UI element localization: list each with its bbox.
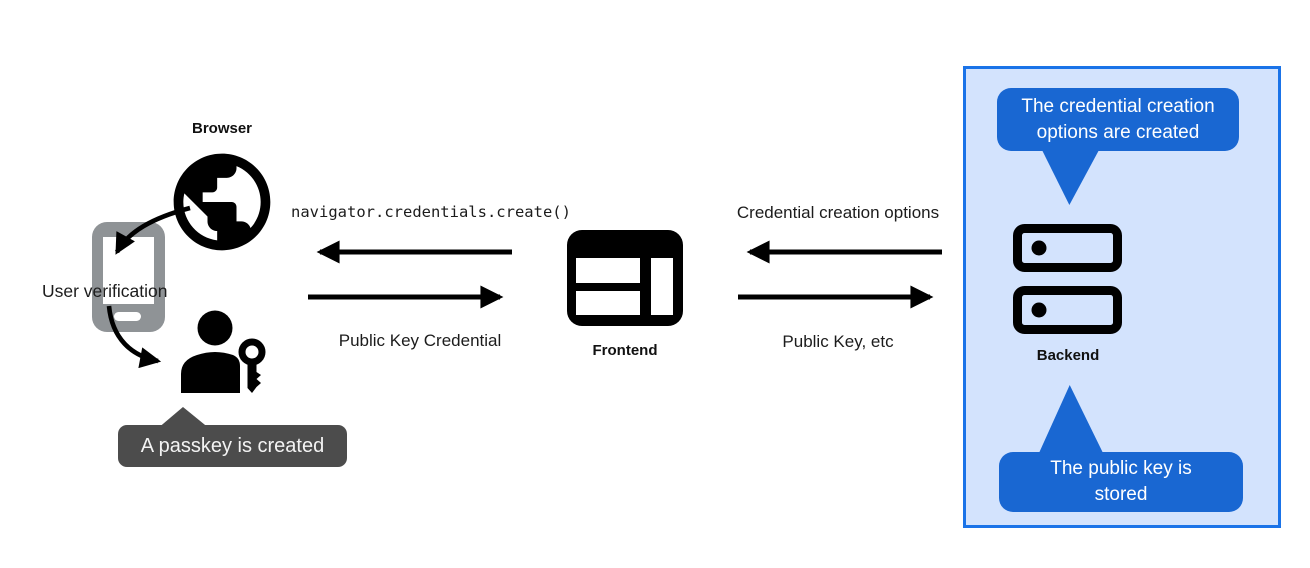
credentials-create-label: navigator.credentials.create()	[291, 203, 571, 221]
options-created-callout: The credential creation options are crea…	[997, 88, 1239, 151]
person-key-icon	[181, 310, 266, 393]
arrow-frontend-to-browser	[316, 240, 512, 264]
browser-label: Browser	[191, 120, 253, 137]
arrow-browser-to-frontend	[308, 285, 504, 309]
key-stored-callout: The public key is stored	[999, 452, 1243, 512]
backend-label: Backend	[1036, 347, 1100, 364]
server-stack-icon	[1013, 224, 1122, 334]
user-verification-label: User verification	[42, 281, 168, 301]
smartphone-icon	[92, 222, 165, 332]
public-key-credential-label: Public Key Credential	[338, 331, 502, 350]
credential-creation-options-label: Credential creation options	[736, 203, 940, 222]
public-key-etc-label: Public Key, etc	[782, 332, 894, 351]
browser-window-icon	[567, 230, 683, 326]
frontend-label: Frontend	[592, 342, 658, 359]
arrow-device-to-user	[106, 305, 162, 369]
passkey-created-tooltip: A passkey is created	[118, 425, 347, 467]
arrow-backend-to-frontend	[746, 240, 942, 264]
arrow-frontend-to-backend	[738, 285, 934, 309]
globe-icon	[173, 153, 271, 251]
